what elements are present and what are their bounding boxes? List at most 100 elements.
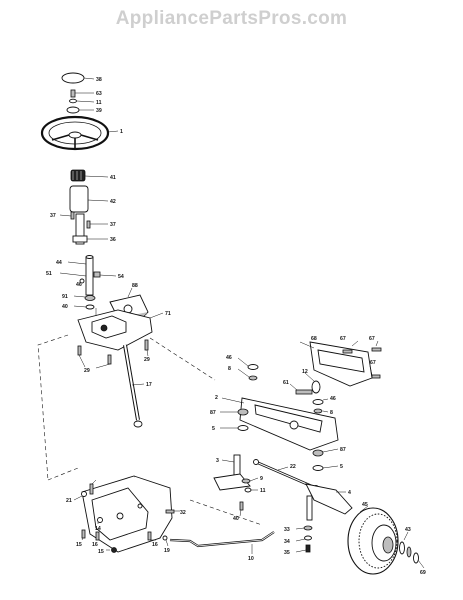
callout-46-pin: 46 <box>76 282 82 288</box>
callout-87-right: 87 <box>340 447 346 453</box>
callout-14: 14 <box>95 526 101 532</box>
spindle-nut-bottom <box>304 535 312 541</box>
spindle-washer-left <box>241 478 251 484</box>
callout-4: 4 <box>348 490 351 496</box>
callout-12: 12 <box>302 369 308 375</box>
callout-46-right: 46 <box>330 396 336 402</box>
callout-29-left: 29 <box>84 368 90 374</box>
steering-shaft-upper <box>72 213 88 245</box>
callout-36: 36 <box>110 237 116 243</box>
callout-71: 71 <box>165 311 171 317</box>
callout-67-c: 67 <box>370 360 376 366</box>
steering-rod <box>169 531 275 548</box>
spindle-washer-top-left <box>247 364 259 370</box>
callout-22: 22 <box>290 464 296 470</box>
reference-line-center <box>189 499 263 526</box>
callout-16-right: 16 <box>152 542 158 548</box>
wheel-retainer <box>413 552 419 564</box>
axle-bushing-left <box>237 408 249 416</box>
callout-69: 69 <box>420 570 426 576</box>
reference-line-bottom <box>47 467 79 481</box>
callout-2: 2 <box>215 395 218 401</box>
callout-88: 88 <box>132 283 138 289</box>
support-washer-top <box>81 491 87 497</box>
callout-32: 32 <box>180 510 186 516</box>
bracket-bolt-side <box>371 374 381 379</box>
callout-11-spindle: 11 <box>260 488 266 494</box>
front-wheel <box>347 507 399 575</box>
front-axle <box>239 397 339 451</box>
callout-21: 21 <box>66 498 72 504</box>
callout-37-right: 37 <box>110 222 116 228</box>
support-bolt-top <box>89 483 94 495</box>
spindle-nut-left <box>244 487 252 493</box>
callout-29-right: 29 <box>144 357 150 363</box>
callout-5-right: 5 <box>340 464 343 470</box>
wheel-adapter <box>70 169 86 182</box>
steering-wheel <box>40 115 110 151</box>
callout-63: 63 <box>96 91 102 97</box>
callout-61: 61 <box>283 380 289 386</box>
callout-87-left: 87 <box>210 410 216 416</box>
spindle-spacer-right <box>313 408 323 414</box>
wheel-washer <box>406 546 412 558</box>
reference-line-diag <box>149 337 216 381</box>
callout-labels: 38 63 11 39 1 41 42 37 37 36 44 51 54 46… <box>46 77 426 576</box>
shaft-pin <box>79 278 85 284</box>
support-screw-b <box>95 531 100 541</box>
spindle-left <box>213 454 251 491</box>
callout-67-b: 67 <box>369 336 375 342</box>
callout-33: 33 <box>284 527 290 533</box>
callout-5-left: 5 <box>212 426 215 432</box>
support-nut-right <box>162 535 168 541</box>
callout-34: 34 <box>284 539 290 545</box>
bracket-bolt-top-a <box>342 349 353 354</box>
callout-1: 1 <box>120 129 123 135</box>
callout-8-right: 8 <box>330 410 333 416</box>
pinion-bushing <box>85 304 95 310</box>
callout-35: 35 <box>284 550 290 556</box>
shaft-nut <box>93 271 101 278</box>
callout-51: 51 <box>46 271 52 277</box>
callout-42: 42 <box>110 199 116 205</box>
support-bolt-right <box>165 509 175 514</box>
axle-bearing-right <box>312 465 324 471</box>
callout-16-left: 16 <box>92 542 98 548</box>
callout-17: 17 <box>146 382 152 388</box>
plate-screw-right <box>107 354 112 365</box>
pivot-bolt <box>295 389 313 395</box>
drag-link <box>123 344 143 428</box>
callout-91: 91 <box>62 294 68 300</box>
spindle-bolt-left <box>239 501 244 511</box>
callout-54: 54 <box>118 274 124 280</box>
watermark-text: AppliancePartsPros.com <box>115 8 348 29</box>
shaft-screw-right <box>86 220 91 229</box>
callout-38: 38 <box>96 77 102 83</box>
pinion-washer <box>84 295 96 301</box>
callout-43: 43 <box>405 527 411 533</box>
spindle-washer-bottom <box>303 525 313 531</box>
axle-bushing-right <box>312 449 324 457</box>
callout-68-front: 68 <box>311 336 317 342</box>
callout-44: 44 <box>56 260 62 266</box>
steering-shaft-lower <box>85 255 94 296</box>
spindle-right <box>305 483 353 521</box>
spindle-cotter <box>305 544 311 553</box>
callout-10: 10 <box>248 556 254 562</box>
callout-45: 45 <box>362 502 368 508</box>
cap-bolt <box>70 89 76 98</box>
callout-40-spindle: 40 <box>233 516 239 522</box>
callout-67-a: 67 <box>340 336 346 342</box>
plate-screw-far <box>144 339 149 351</box>
callout-11: 11 <box>96 100 102 106</box>
callout-41: 41 <box>110 175 116 181</box>
spindle-washer-top-right <box>312 399 324 405</box>
steering-bracket-plate <box>77 308 153 351</box>
axle-bearing-left <box>237 425 249 431</box>
callout-8-left: 8 <box>228 366 231 372</box>
callout-40-bushing: 40 <box>62 304 68 310</box>
support-screw-c <box>147 531 152 541</box>
wheel-cap <box>61 72 85 84</box>
wheel-insert <box>66 106 80 114</box>
